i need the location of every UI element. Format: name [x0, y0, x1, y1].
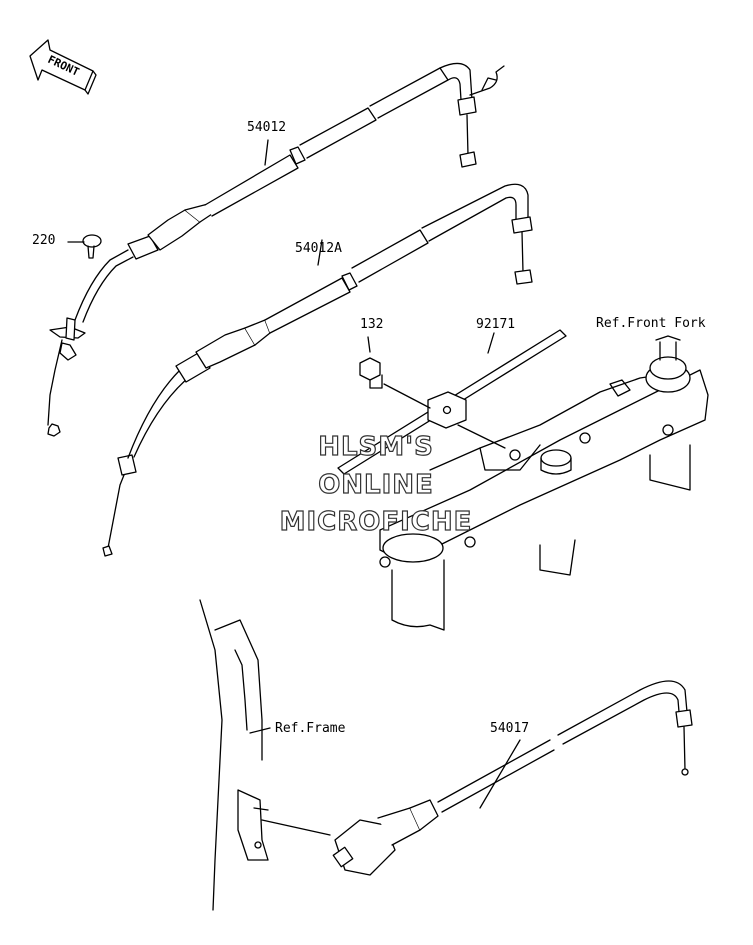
- label-92171: 92171: [476, 317, 516, 332]
- label-220: 220: [32, 233, 56, 248]
- screw-220: [67, 234, 102, 259]
- throttle-cable-54012a: [102, 183, 533, 557]
- label-ref-frame: Ref.Frame: [275, 721, 346, 736]
- throttle-cable-54012: [47, 62, 505, 437]
- watermark-line-2: ONLINE: [318, 469, 434, 500]
- front-fork-triple-clamp: [379, 335, 709, 631]
- leader-lines: [249, 139, 521, 809]
- label-ref-front-fork: Ref.Front Fork: [596, 316, 706, 331]
- watermark-line-1: HLSM'S: [318, 431, 434, 462]
- bolt-132: [359, 336, 383, 389]
- front-arrow-icon: FRONT: [29, 39, 97, 95]
- label-132: 132: [360, 317, 384, 332]
- frame-section: [199, 599, 331, 911]
- label-54012a: 54012A: [295, 241, 342, 256]
- label-54012: 54012: [247, 120, 287, 135]
- watermark-line-3: MICROFICHE: [279, 506, 473, 537]
- bracket-92171: [337, 329, 567, 475]
- choke-cable-54017: [332, 680, 693, 876]
- label-54017: 54017: [490, 721, 530, 736]
